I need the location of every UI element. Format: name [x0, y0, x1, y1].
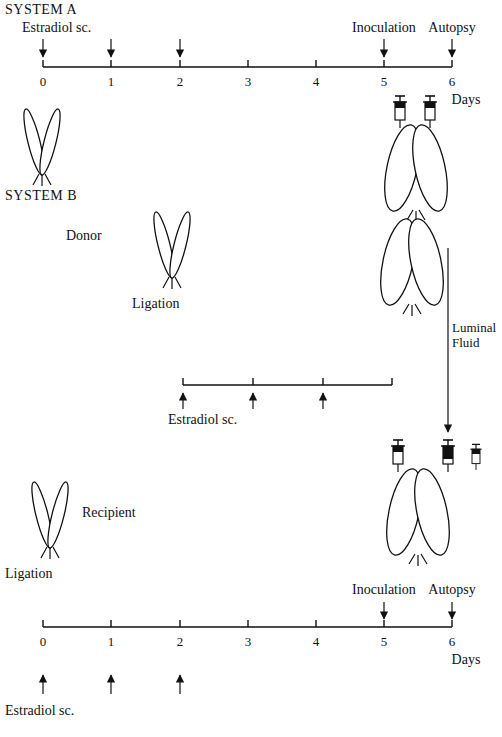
uterus-a-after [378, 122, 454, 222]
uterus-a-after [378, 122, 454, 222]
animal-label: Donor [66, 228, 102, 244]
day-number: 2 [177, 634, 184, 650]
injection-arrows-a [42, 39, 43, 57]
injection-arrows-donor [252, 393, 253, 409]
timeline-recipient [43, 620, 452, 627]
syringes-a [393, 96, 407, 128]
injection-arrows-recipient [383, 602, 384, 619]
system-heading: SYSTEM A [5, 2, 77, 18]
event-label: Inoculation [352, 20, 416, 36]
uterus-a-before [20, 108, 64, 186]
day-number: 0 [40, 74, 47, 90]
event-label: Inoculation [352, 582, 416, 598]
syringes-recipient [470, 444, 481, 470]
injection-arrows-a [383, 39, 384, 57]
luminal-fluid-arrow [447, 248, 448, 432]
day-number: 0 [40, 634, 47, 650]
syringes-recipient [391, 440, 405, 472]
day-number: 4 [313, 634, 320, 650]
timeline-donor [183, 378, 392, 385]
day-number: 3 [245, 634, 252, 650]
day-number: 2 [177, 74, 184, 90]
day-number: 5 [381, 74, 388, 90]
syringes-recipient [441, 440, 455, 472]
injection-arrows-a [179, 39, 180, 57]
axis-unit: Days [452, 652, 481, 668]
treatment-label: Estradiol sc. [22, 20, 91, 36]
timeline-donor [183, 384, 392, 385]
uterus-recipient-before [28, 481, 72, 559]
syringes-a [423, 96, 437, 128]
axis-unit: Days [452, 92, 481, 108]
injection-arrows-donor [183, 393, 323, 409]
injection-arrows-a [43, 39, 452, 57]
uterus-donor-before [150, 211, 194, 289]
uterus-recipient-after [380, 466, 456, 566]
injection-arrows-donor [182, 393, 183, 409]
day-number: 3 [245, 74, 252, 90]
timeline-a [43, 60, 452, 67]
timeline-a [43, 60, 452, 67]
treatment-label: Estradiol sc. [5, 703, 74, 719]
animal-label: Recipient [82, 505, 136, 521]
procedure-label: Ligation [132, 296, 179, 312]
injection-arrows-recipient [42, 675, 43, 694]
event-label: Autopsy [428, 582, 475, 598]
uterus-a-before [20, 108, 64, 186]
luminal-fluid-arrow [447, 248, 448, 432]
day-number: 4 [313, 74, 320, 90]
injection-arrows-recipient [43, 602, 452, 694]
uterus-donor-before [150, 211, 194, 289]
injection-arrows-recipient [179, 675, 180, 694]
injection-arrows-recipient [451, 602, 452, 619]
day-number: 5 [381, 634, 388, 650]
uterus-donor-after [374, 216, 450, 316]
transfer-label: Luminal Fluid [452, 320, 498, 350]
uterus-recipient-before [28, 481, 72, 559]
system-heading: SYSTEM B [5, 188, 77, 204]
injection-arrows-recipient [110, 675, 111, 694]
day-number: 1 [108, 634, 115, 650]
timeline-donor [183, 378, 392, 385]
day-number: 1 [108, 74, 115, 90]
uterus-donor-after [374, 216, 450, 316]
timeline-recipient [43, 620, 452, 627]
syringes-recipient [391, 440, 482, 472]
injection-arrows-a [110, 39, 111, 57]
day-number: 6 [449, 74, 456, 90]
treatment-label: Estradiol sc. [168, 412, 237, 428]
injection-arrows-donor [322, 393, 323, 409]
uterus-recipient-after [380, 466, 456, 566]
day-number: 6 [449, 634, 456, 650]
syringes-a [393, 96, 437, 128]
injection-arrows-a [451, 39, 452, 57]
event-label: Autopsy [428, 20, 475, 36]
procedure-label: Ligation [5, 566, 52, 582]
